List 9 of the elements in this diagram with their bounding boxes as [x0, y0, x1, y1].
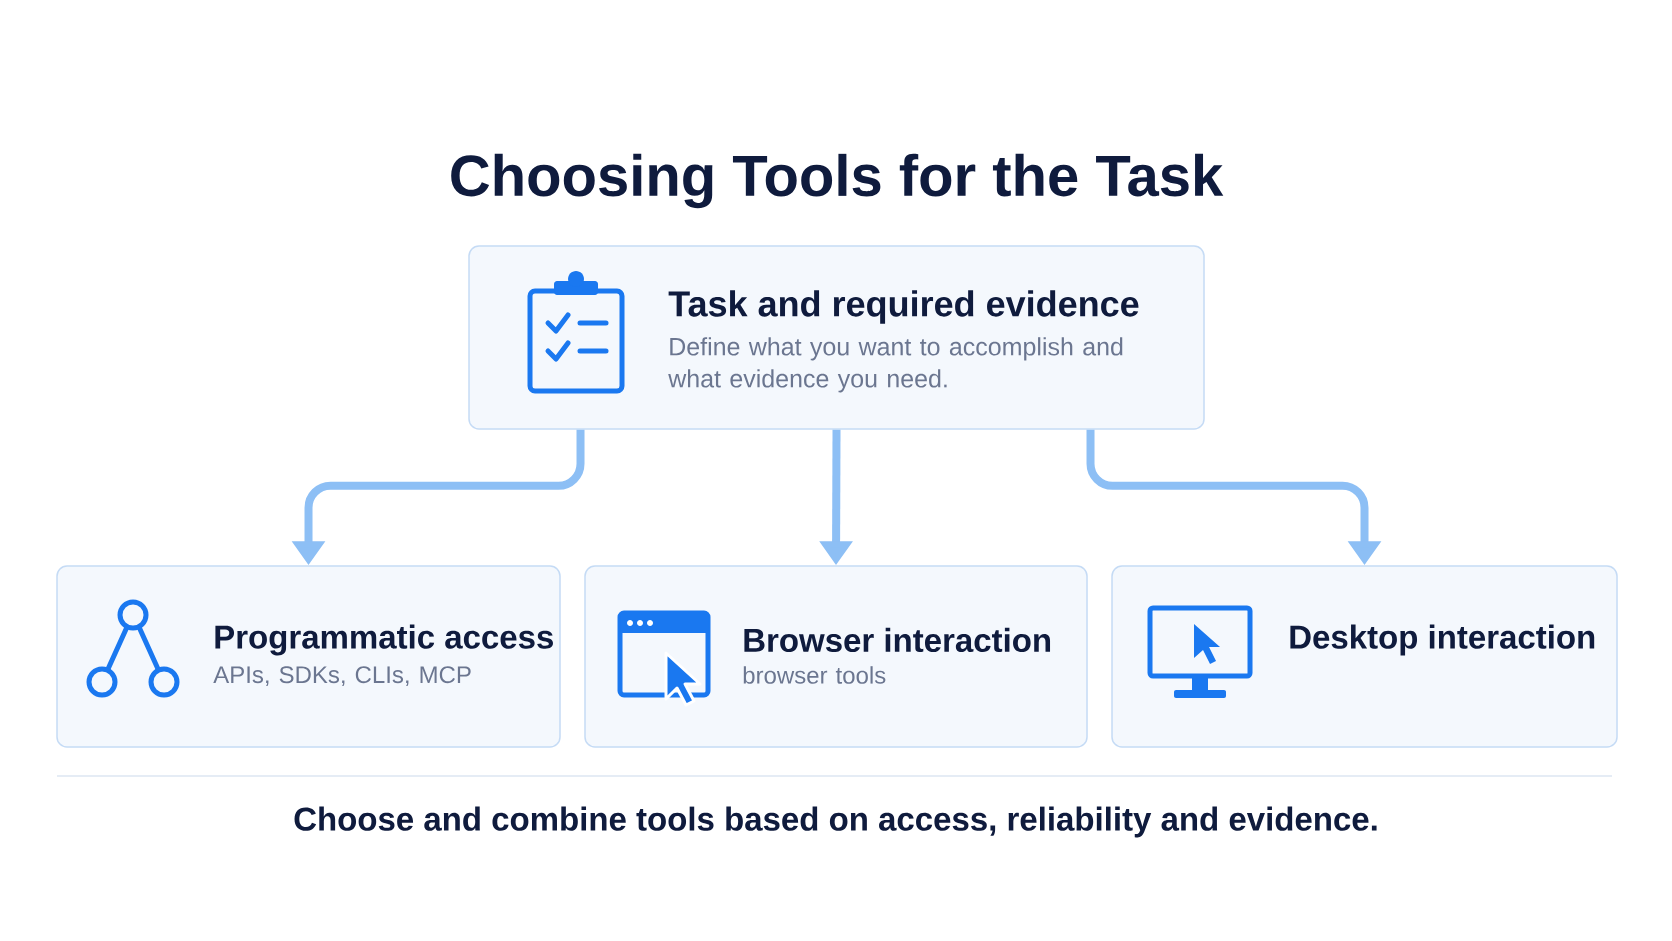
heading: Task and required evidence [668, 290, 1139, 324]
heading: Browser interaction [744, 627, 1051, 653]
title: Choosing Tools for the Task [451, 153, 1224, 209]
heading: Desktop interaction [1290, 624, 1595, 656]
description: APIs, SDKs, CLIs, MCP [213, 666, 471, 687]
description: Define what you want to accomplish and what evidence you need. [668, 337, 1123, 393]
description: browser tools [743, 666, 886, 684]
caption: Choose and combine tools based on access, reliability and evidence. [294, 806, 1377, 838]
heading: Programmatic access [215, 624, 553, 656]
